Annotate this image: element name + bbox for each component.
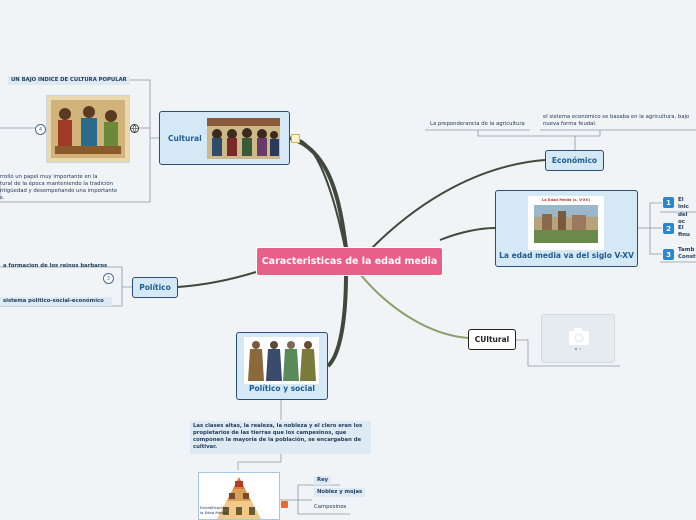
social-desc-line: propietarios de las tierras que los camp… <box>193 430 347 437</box>
topic-economico[interactable]: Económico <box>545 150 604 171</box>
edad-media-image-caption: La Edad Media (s. V-XV) <box>541 198 591 202</box>
pyramid-image <box>198 472 280 520</box>
edad-media-item-line: Tamb <box>678 247 695 253</box>
economico-note-left[interactable]: La preponderancia de la agricultura <box>430 121 525 127</box>
social-item-campesinos[interactable]: Campesinos <box>314 504 347 510</box>
social-description[interactable]: Las clases altas, la realeza, la nobleza… <box>190 421 371 454</box>
cultural-body-line: tural de la época manteniendo la tradici… <box>0 181 113 188</box>
social-desc-line: componen la mayoría de la población, se … <box>193 437 362 444</box>
politico-item-1[interactable]: a formacion de los reinos barbaros <box>3 263 108 269</box>
edad-media-item-line: El finu <box>678 225 690 239</box>
social-desc-line: cultivar. <box>193 444 217 451</box>
book-icon[interactable] <box>281 501 288 508</box>
edad-media-item-number: 3 <box>663 249 674 260</box>
cultural-count-badge[interactable]: 4 <box>35 124 46 135</box>
edad-media-item[interactable]: El inic del oc <box>678 197 696 227</box>
topic-cultural-label: Cultural <box>168 133 202 143</box>
branch-economico <box>371 159 546 249</box>
cultural-body-line: s. <box>0 195 5 202</box>
economico-right-line: el sistema económico se basaba en la agr… <box>543 114 690 120</box>
pyramid-caption-line: Estratificación <box>200 505 227 510</box>
edad-media-item-number: 2 <box>663 223 674 234</box>
cultural-body-note[interactable]: rrolló un papel muy importante en la tur… <box>0 174 130 203</box>
cultural-body-line: ntigüedad y desempeñando una importante <box>0 188 118 195</box>
edad-media-item-number: 1 <box>663 197 674 208</box>
branch-edad-media <box>439 227 496 241</box>
topic-politico-social-label: Político y social <box>249 384 315 393</box>
edad-media-item[interactable]: El finu <box>678 225 696 240</box>
camera-icon <box>569 328 589 351</box>
cultural-note-image <box>46 95 130 163</box>
central-topic[interactable]: Caracteristicas de la edad media <box>256 247 443 276</box>
edad-media-item[interactable]: Tamb Const <box>678 247 696 262</box>
cultural-body-line: rrolló un papel muy importante en la <box>0 174 98 180</box>
edad-media-image: La Edad Media (s. V-XV) <box>528 196 604 250</box>
globe-icon[interactable] <box>130 124 139 133</box>
politico-count-badge[interactable]: 3 <box>103 273 114 284</box>
topic-politico[interactable]: Político <box>132 277 178 298</box>
branch-cultural-right <box>359 273 469 339</box>
edad-media-item-line: El inic <box>678 197 689 211</box>
social-item-nobles[interactable]: Noblez y mojas <box>314 488 366 498</box>
edad-media-item-line: del oc <box>678 211 688 226</box>
social-desc-line: Las clases altas, la realeza, la nobleza… <box>193 423 363 429</box>
cultural-title-note[interactable]: UN BAJO INDICE DE CULTURA POPULAR <box>8 76 130 86</box>
note-icon[interactable] <box>291 134 300 143</box>
pyramid-caption-line: la Edad Media <box>200 509 227 515</box>
economico-note-right[interactable]: el sistema económico se basaba en la agr… <box>543 114 696 128</box>
social-item-rey[interactable]: Rey <box>314 476 332 486</box>
branch-politico <box>177 271 257 288</box>
image-placeholder <box>541 314 615 363</box>
politico-item-2[interactable]: sistema politico-social-económico <box>0 297 112 307</box>
politico-social-image <box>244 337 319 384</box>
topic-cultural-right[interactable]: CUltural <box>468 329 516 350</box>
cultural-image <box>207 118 280 159</box>
edad-media-item-line: Const <box>678 254 696 261</box>
pyramid-caption: Estratificación la Edad Media <box>200 505 227 515</box>
branch-politico-social <box>326 273 348 368</box>
topic-edad-media-label: La edad media va del siglo V-XV <box>499 251 634 260</box>
branch-cultural <box>289 136 348 249</box>
economico-right-line: nueva forma feudal. <box>543 121 597 128</box>
